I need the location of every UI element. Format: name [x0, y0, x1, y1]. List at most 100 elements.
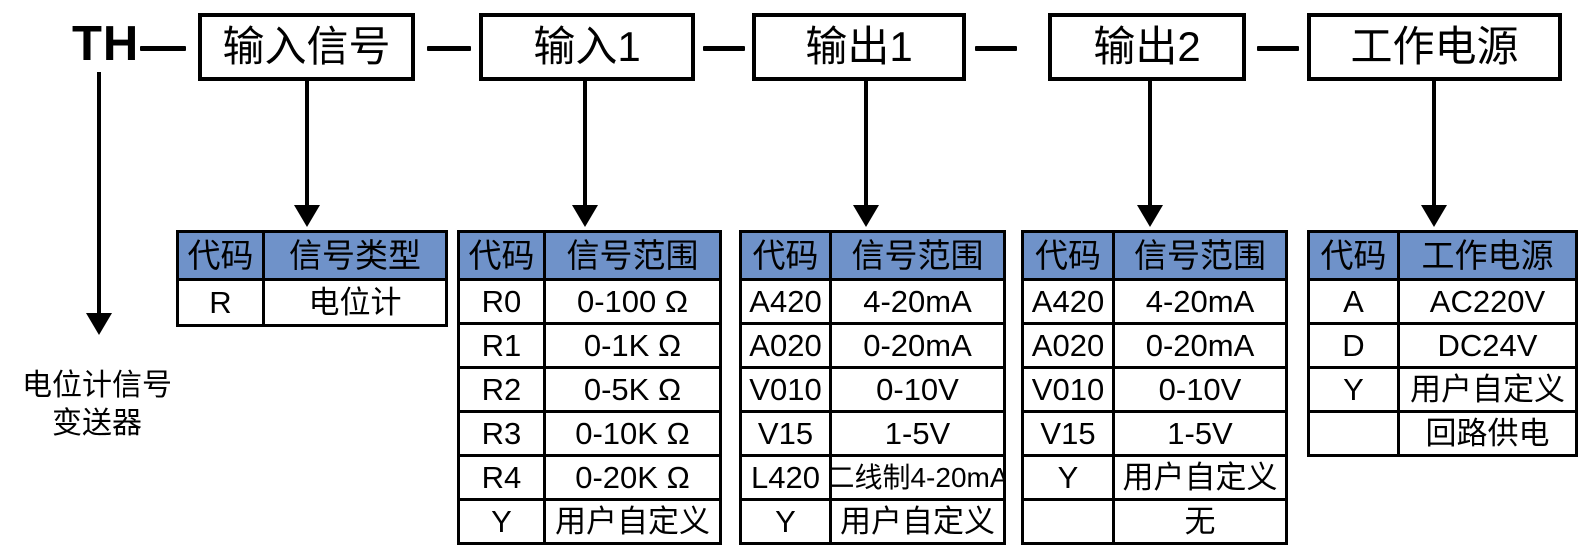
cell-desc: 二线制4-20mA — [832, 461, 1003, 493]
product-caption: 电位计信号 变送器 — [22, 369, 172, 440]
table-row[interactable]: R2 0-5K Ω — [460, 369, 719, 413]
segment-box-output2[interactable]: 输出2 — [1048, 13, 1246, 81]
cell-desc: 0-1K Ω — [583, 328, 682, 363]
output1-table: 代码 信号范围 A420 4-20mA A020 0-20mA V010 0-1… — [739, 230, 1006, 545]
output2-table: 代码 信号范围 A420 4-20mA A020 0-20mA V010 0-1… — [1021, 230, 1288, 545]
table-row[interactable]: V010 0-10V — [742, 369, 1003, 413]
cell-code: V010 — [742, 369, 832, 410]
cell-code: A020 — [742, 325, 832, 366]
cell-desc: 0-20mA — [1145, 328, 1255, 363]
cell-desc: 0-10K Ω — [575, 416, 690, 451]
table-row[interactable]: R0 0-100 Ω — [460, 281, 719, 325]
table-row[interactable]: A020 0-20mA — [1024, 325, 1285, 369]
cell-code: D — [1310, 325, 1400, 366]
header-desc: 信号范围 — [851, 237, 984, 274]
cell-code: R — [179, 281, 265, 324]
cell-code: R2 — [460, 369, 546, 410]
segment-box-input-signal[interactable]: 输入信号 — [198, 13, 415, 81]
cell-code: A420 — [1024, 281, 1115, 322]
table-row[interactable]: A020 0-20mA — [742, 325, 1003, 369]
cell-code: R0 — [460, 281, 546, 322]
header-desc: 信号范围 — [1134, 237, 1266, 274]
cell-code: V010 — [1024, 369, 1115, 410]
cell-desc: 无 — [1184, 504, 1216, 539]
cell-code: R3 — [460, 413, 546, 454]
table-row[interactable]: R3 0-10K Ω — [460, 413, 719, 457]
table-row[interactable]: 回路供电 — [1310, 413, 1575, 454]
model-prefix-th: TH — [72, 17, 140, 71]
table-row[interactable]: R1 0-1K Ω — [460, 325, 719, 369]
cell-desc: 电位计 — [308, 285, 402, 320]
input1-table: 代码 信号范围 R0 0-100 Ω R1 0-1K Ω R2 0-5K Ω R… — [457, 230, 722, 545]
header-desc: 工作电源 — [1421, 237, 1554, 274]
cell-desc: 1-5V — [1167, 416, 1233, 451]
arrowhead-th — [86, 313, 112, 335]
model-code-diagram: TH 输入信号 输入1 输出1 输出2 工作电源 代码 信号类型 — [22, 13, 1578, 545]
cell-code: Y — [742, 501, 832, 542]
cell-desc: 回路供电 — [1425, 416, 1550, 451]
cell-desc: 0-5K Ω — [583, 372, 682, 407]
table-row[interactable]: 无 — [1024, 501, 1285, 542]
cell-desc: 用户自定义 — [1410, 372, 1565, 407]
segment-box-output1[interactable]: 输出1 — [752, 13, 966, 81]
segment-box-input-signal-label: 输入信号 — [222, 23, 391, 70]
header-desc: 信号范围 — [566, 237, 699, 274]
table-header-row: 代码 工作电源 — [1310, 233, 1575, 281]
cell-code: Y — [1024, 457, 1115, 498]
cell-desc: 1-5V — [884, 416, 951, 451]
table-row[interactable]: R4 0-20K Ω — [460, 457, 719, 501]
cell-desc: 0-20K Ω — [575, 460, 690, 495]
table-row[interactable]: V15 1-5V — [1024, 413, 1285, 457]
table-row[interactable]: Y 用户自定义 — [1310, 369, 1575, 413]
table-header-row: 代码 信号范围 — [742, 233, 1003, 281]
arrowhead-power-supply — [1421, 205, 1447, 227]
segment-box-output2-label: 输出2 — [1093, 23, 1201, 70]
cell-code: Y — [1310, 369, 1400, 410]
table-row[interactable]: V15 1-5V — [742, 413, 1003, 457]
separator-dash-4 — [975, 46, 1017, 51]
table-row[interactable]: Y 用户自定义 — [742, 501, 1003, 542]
separator-dash-1 — [140, 46, 186, 51]
arrowhead-input1 — [572, 205, 598, 227]
cell-code: V15 — [1024, 413, 1115, 454]
cell-desc: 用户自定义 — [1122, 460, 1278, 495]
cell-code: V15 — [742, 413, 832, 454]
cell-code: R1 — [460, 325, 546, 366]
cell-code: A020 — [1024, 325, 1115, 366]
header-desc: 信号类型 — [289, 237, 421, 274]
table-row[interactable]: A420 4-20mA — [742, 281, 1003, 325]
input-signal-table: 代码 信号类型 R 电位计 — [176, 230, 448, 327]
header-code: 代码 — [179, 233, 265, 278]
segment-box-power-supply[interactable]: 工作电源 — [1307, 13, 1562, 81]
table-row[interactable]: V010 0-10V — [1024, 369, 1285, 413]
table-row[interactable]: Y 用户自定义 — [460, 501, 719, 542]
power-supply-table: 代码 工作电源 A AC220V D DC24V Y 用户自定义 回路供电 — [1307, 230, 1578, 457]
table-header-row: 代码 信号类型 — [179, 233, 445, 281]
table-row[interactable]: A420 4-20mA — [1024, 281, 1285, 325]
cell-code: Y — [460, 501, 546, 542]
cell-desc: 0-20mA — [863, 328, 972, 363]
table-row[interactable]: R 电位计 — [179, 281, 445, 324]
cell-desc: 4-20mA — [1145, 284, 1255, 319]
cell-desc: 用户自定义 — [555, 504, 710, 539]
cell-desc: 0-10V — [1158, 372, 1242, 407]
segment-box-power-supply-label: 工作电源 — [1350, 23, 1519, 70]
cell-desc: 用户自定义 — [840, 504, 995, 539]
cell-code: A — [1310, 281, 1400, 322]
table-row[interactable]: D DC24V — [1310, 325, 1575, 369]
segment-box-input1-label: 输入1 — [533, 23, 641, 70]
header-code: 代码 — [1310, 233, 1400, 278]
segment-box-input1[interactable]: 输入1 — [479, 13, 695, 81]
cell-desc: 4-20mA — [863, 284, 972, 319]
table-row[interactable]: Y 用户自定义 — [1024, 457, 1285, 501]
table-row[interactable]: A AC220V — [1310, 281, 1575, 325]
cell-code — [1024, 501, 1115, 542]
cell-code: A420 — [742, 281, 832, 322]
header-code: 代码 — [1024, 233, 1115, 278]
segment-box-output1-label: 输出1 — [805, 23, 913, 70]
connector-line-th — [97, 72, 101, 317]
separator-dash-2 — [427, 46, 471, 51]
cell-desc: AC220V — [1429, 284, 1546, 319]
table-row[interactable]: L420 二线制4-20mA — [742, 457, 1003, 501]
arrowhead-input-signal — [294, 205, 320, 227]
